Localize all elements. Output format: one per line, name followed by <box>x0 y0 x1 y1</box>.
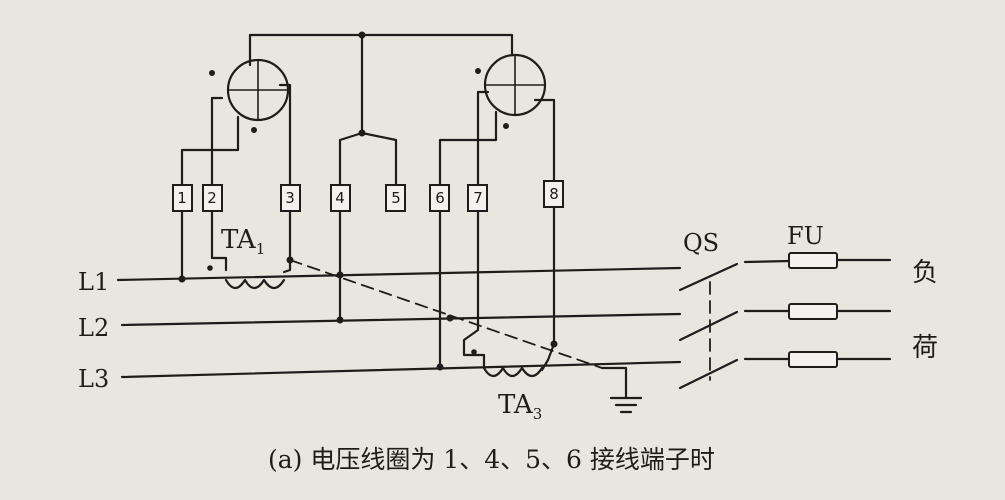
meter-element-2 <box>475 53 547 129</box>
ta1-coil <box>224 278 286 290</box>
polarity-dot <box>503 123 509 129</box>
external-wiring <box>180 205 558 372</box>
qs-label: QS <box>683 229 719 257</box>
polarity-dot <box>251 127 257 133</box>
meter-element-1 <box>209 58 290 133</box>
terminal-1-label: 1 <box>177 189 187 207</box>
line-l1-label: L1 <box>78 268 109 296</box>
line-l3-label: L3 <box>78 365 109 393</box>
terminal-block: 1 2 3 4 5 6 7 8 <box>172 180 564 212</box>
terminal-6-label: 6 <box>435 189 445 207</box>
terminal-2-label: 2 <box>207 189 217 207</box>
line-l2-label: L2 <box>78 314 109 342</box>
line-l3 <box>120 360 682 379</box>
terminal-3-label: 3 <box>285 189 295 207</box>
ground-link <box>289 259 643 414</box>
terminal-4-label: 4 <box>335 189 345 207</box>
polarity-dot <box>209 70 215 76</box>
polarity-dot <box>475 68 481 74</box>
figure-caption: (a) 电压线圈为 1、4、5、6 接线端子时 <box>268 445 715 474</box>
fuse-1 <box>788 252 838 269</box>
line-l1 <box>116 266 682 282</box>
terminal-8-label: 8 <box>549 185 559 203</box>
fu-label: FU <box>787 222 824 250</box>
ta1-label: TA1 <box>221 225 265 258</box>
switch-qs <box>678 259 791 390</box>
ta3-coil <box>482 366 544 378</box>
load-label-bottom: 荷 <box>912 333 938 363</box>
load-label-top: 负 <box>912 258 938 288</box>
terminal-7-label: 7 <box>473 189 483 207</box>
terminal-5 <box>385 184 406 212</box>
ta3-label: TA3 <box>498 390 542 423</box>
meter-wiring <box>180 31 556 187</box>
terminal-5-label: 5 <box>391 189 401 207</box>
fuse-3 <box>788 351 838 368</box>
fuse-2 <box>788 303 838 320</box>
fuses-fu <box>788 252 892 368</box>
line-l2 <box>120 312 682 327</box>
phase-lines <box>116 266 682 379</box>
